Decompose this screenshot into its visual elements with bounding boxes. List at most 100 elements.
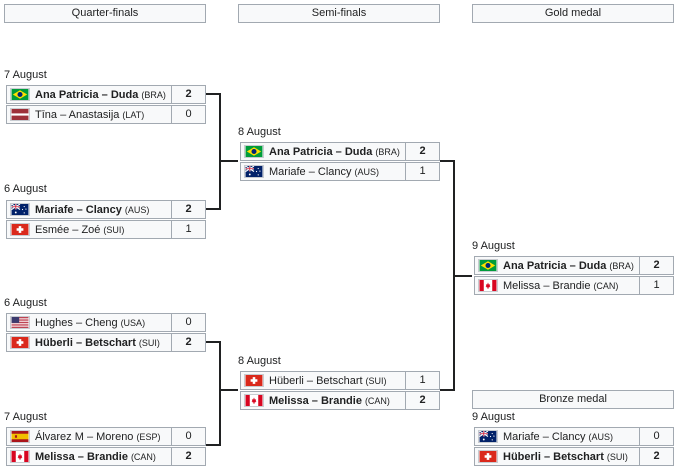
team-cell: Hughes – Cheng(USA)	[7, 314, 173, 331]
connector-line	[219, 93, 221, 210]
score-cell: 2	[171, 201, 205, 218]
team-row: Ana Patricia – Duda(BRA)2	[474, 256, 674, 275]
team-cell: Mariafe – Clancy(AUS)	[241, 163, 407, 180]
team-cell: Ana Patricia – Duda(BRA)	[241, 143, 407, 160]
latvia-flag-icon	[10, 108, 30, 121]
team-noc: (AUS)	[588, 431, 614, 442]
team-noc: (CAN)	[364, 395, 390, 406]
round-header-gold: Gold medal	[472, 4, 674, 23]
team-row: Ana Patricia – Duda(BRA)2	[6, 85, 206, 104]
score-cell: 1	[171, 221, 205, 238]
connector-line	[206, 93, 220, 95]
australia-flag-icon	[244, 165, 264, 178]
score-cell: 2	[171, 448, 205, 465]
connector-line	[219, 341, 221, 446]
team-name[interactable]: Mariafe – Clancy	[35, 203, 122, 216]
match-date: 8 August	[238, 355, 281, 367]
score-cell: 0	[171, 428, 205, 445]
team-name[interactable]: Ana Patricia – Duda	[269, 145, 373, 158]
team-row: Ana Patricia – Duda(BRA)2	[240, 142, 440, 161]
team-row: Hüberli – Betschart(SUI) 2	[474, 447, 674, 466]
team-cell: Melissa – Brandie(CAN)	[475, 277, 641, 294]
team-name[interactable]: Álvarez M – Moreno	[35, 430, 134, 443]
team-name[interactable]: Melissa – Brandie	[503, 279, 591, 292]
team-name[interactable]: Hughes – Cheng	[35, 316, 118, 329]
canada-flag-icon	[478, 279, 498, 292]
switzerland-flag-icon	[244, 374, 264, 387]
team-noc: (SUI)	[103, 224, 125, 235]
team-noc: (SUI)	[365, 375, 387, 386]
score-cell: 2	[639, 257, 673, 274]
team-name[interactable]: Mariafe – Clancy	[503, 430, 586, 443]
brazil-flag-icon	[10, 88, 30, 101]
connector-line	[440, 160, 454, 162]
match-date: 6 August	[4, 183, 47, 195]
team-cell: Ana Patricia – Duda(BRA)	[7, 86, 173, 103]
connector-line	[220, 389, 238, 391]
team-noc: (SUI)	[606, 451, 628, 462]
team-name[interactable]: Ana Patricia – Duda	[35, 88, 139, 101]
switzerland-flag-icon	[10, 223, 30, 236]
team-name[interactable]: Tīna – Anastasija	[35, 108, 120, 121]
team-name[interactable]: Ana Patricia – Duda	[503, 259, 607, 272]
team-noc: (BRA)	[375, 146, 400, 157]
australia-flag-icon	[10, 203, 30, 216]
team-name[interactable]: Melissa – Brandie	[269, 394, 362, 407]
match-date: 9 August	[472, 240, 515, 252]
round-header-quarterfinals: Quarter-finals	[4, 4, 206, 23]
connector-line	[220, 160, 238, 162]
team-cell: Álvarez M – Moreno(ESP)	[7, 428, 173, 445]
team-cell: Melissa – Brandie(CAN)	[241, 392, 407, 409]
connector-line	[206, 208, 220, 210]
team-row: Hüberli – Betschart(SUI)2	[6, 333, 206, 352]
team-row: Melissa – Brandie(CAN)1	[474, 276, 674, 295]
team-cell: Melissa – Brandie(CAN)	[7, 448, 173, 465]
score-cell: 2	[405, 143, 439, 160]
team-row: Melissa – Brandie(CAN)2	[240, 391, 440, 410]
canada-flag-icon	[244, 394, 264, 407]
score-cell: 0	[171, 314, 205, 331]
team-cell: Mariafe – Clancy(AUS)	[475, 428, 641, 445]
team-cell: Ana Patricia – Duda(BRA)	[475, 257, 641, 274]
score-cell: 1	[639, 277, 673, 294]
team-name[interactable]: Esmée – Zoé	[35, 223, 101, 236]
team-name[interactable]: Hüberli – Betschart	[269, 374, 363, 387]
switzerland-flag-icon	[10, 336, 30, 349]
team-noc: (BRA)	[141, 89, 166, 100]
team-row: Mariafe – Clancy(AUS)1	[240, 162, 440, 181]
team-name[interactable]: Hüberli – Betschart	[35, 336, 136, 349]
match-date: 7 August	[4, 69, 47, 81]
team-name[interactable]: Mariafe – Clancy	[269, 165, 352, 178]
team-noc: (BRA)	[609, 260, 634, 271]
team-cell: Esmée – Zoé(SUI)	[7, 221, 173, 238]
canada-flag-icon	[10, 450, 30, 463]
team-row: Hüberli – Betschart(SUI)1	[240, 371, 440, 390]
brazil-flag-icon	[478, 259, 498, 272]
team-row: Esmée – Zoé(SUI)1	[6, 220, 206, 239]
match-date: 6 August	[4, 297, 47, 309]
score-cell: 0	[171, 106, 205, 123]
connector-line	[206, 444, 220, 446]
usa-flag-icon	[10, 316, 30, 329]
team-row: Melissa – Brandie(CAN)2	[6, 447, 206, 466]
connector-line	[440, 389, 454, 391]
round-header-bronze: Bronze medal	[472, 390, 674, 409]
score-cell: 1	[405, 163, 439, 180]
team-cell: Tīna – Anastasija(LAT)	[7, 106, 173, 123]
team-cell: Hüberli – Betschart(SUI)	[241, 372, 407, 389]
team-cell: Mariafe – Clancy(AUS)	[7, 201, 173, 218]
round-header-semifinals: Semi-finals	[238, 4, 440, 23]
team-name[interactable]: Hüberli – Betschart	[503, 450, 604, 463]
australia-flag-icon	[478, 430, 498, 443]
team-noc: (USA)	[120, 317, 146, 328]
team-row: Tīna – Anastasija(LAT)0	[6, 105, 206, 124]
team-row: Álvarez M – Moreno(ESP)0	[6, 427, 206, 446]
team-name[interactable]: Melissa – Brandie	[35, 450, 128, 463]
score-cell: 2	[639, 448, 673, 465]
score-cell: 1	[405, 372, 439, 389]
team-cell: Hüberli – Betschart(SUI)	[7, 334, 173, 351]
switzerland-flag-icon	[478, 450, 498, 463]
team-row: Mariafe – Clancy(AUS)2	[6, 200, 206, 219]
team-noc: (CAN)	[593, 280, 619, 291]
match-date: 9 August	[472, 411, 515, 423]
